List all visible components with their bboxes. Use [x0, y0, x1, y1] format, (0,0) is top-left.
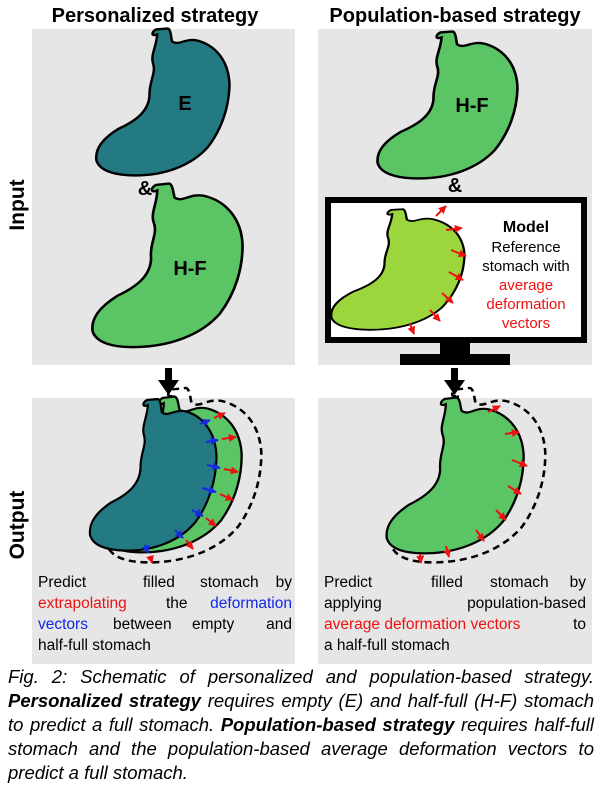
right-line3-red: average deformation vectors	[324, 616, 521, 633]
down-arrow-right	[444, 368, 465, 395]
model-vectors	[407, 205, 467, 335]
model-line2: stomach with	[482, 258, 570, 275]
ampersand-right: &	[448, 175, 462, 197]
left-line1-a: Predict	[38, 574, 87, 591]
row-label-input: Input	[6, 179, 29, 230]
right-line1-b: filled	[431, 574, 463, 591]
model-title: Model	[503, 219, 549, 236]
strategy-schematic: Personalized strategy Population-based s…	[6, 5, 592, 664]
label-half-full-left: H-F	[173, 258, 206, 280]
caption-bold-personalized: Personalized strategy	[8, 690, 201, 711]
left-line4: half-full stomach	[38, 637, 151, 654]
right-line3-rest: to	[573, 616, 586, 633]
label-empty: E	[178, 93, 191, 115]
left-line3-b: empty	[192, 616, 234, 633]
left-line3-blue: vectors	[38, 616, 88, 633]
left-line3-c: and	[266, 616, 292, 633]
deformation-vectors-blue	[141, 418, 221, 554]
left-line1-c: stomach	[200, 574, 259, 591]
label-half-full-right: H-F	[455, 95, 488, 117]
caption-part2: requires empty (E) and half-full (H-F) s…	[8, 690, 595, 735]
left-line3-a: between	[113, 616, 172, 633]
heading-personalized: Personalized strategy	[52, 5, 260, 27]
extrapolated-vectors-red	[146, 412, 239, 564]
model-line5: vectors	[502, 315, 550, 332]
left-line2-red: extrapolating	[38, 595, 127, 612]
model-line3: average	[499, 277, 553, 294]
down-arrow-left	[158, 368, 179, 395]
caption-part3: requires half-full stomach and the popul…	[8, 714, 594, 783]
right-line2-b: population-based	[467, 595, 586, 612]
right-line1-a: Predict	[324, 574, 373, 591]
figure-caption: Fig. 2: Schematic of personalized and po…	[8, 665, 594, 795]
ampersand-left: &	[138, 178, 152, 200]
right-line4: a half-full stomach	[324, 637, 450, 654]
row-label-output: Output	[6, 491, 29, 560]
right-line1-d: by	[570, 574, 587, 591]
left-line2-the: the	[166, 595, 188, 612]
average-vectors-red	[416, 405, 528, 564]
left-line1-b: filled	[143, 574, 175, 591]
output-text-right: Predict filled stomach by applying popul…	[324, 574, 586, 654]
left-line2-blue: deformation	[210, 595, 292, 612]
left-line1-d: by	[276, 574, 293, 591]
caption-part1: Fig. 2: Schematic of personalized and po…	[8, 666, 594, 687]
heading-population: Population-based strategy	[329, 5, 581, 27]
right-line1-c: stomach	[490, 574, 549, 591]
model-line4: deformation	[486, 296, 565, 313]
right-line2-a: applying	[324, 595, 382, 612]
model-line1: Reference	[491, 239, 560, 256]
output-text-left: Predict filled stomach by extrapolating …	[38, 574, 292, 654]
caption-bold-population: Population-based strategy	[220, 714, 455, 735]
